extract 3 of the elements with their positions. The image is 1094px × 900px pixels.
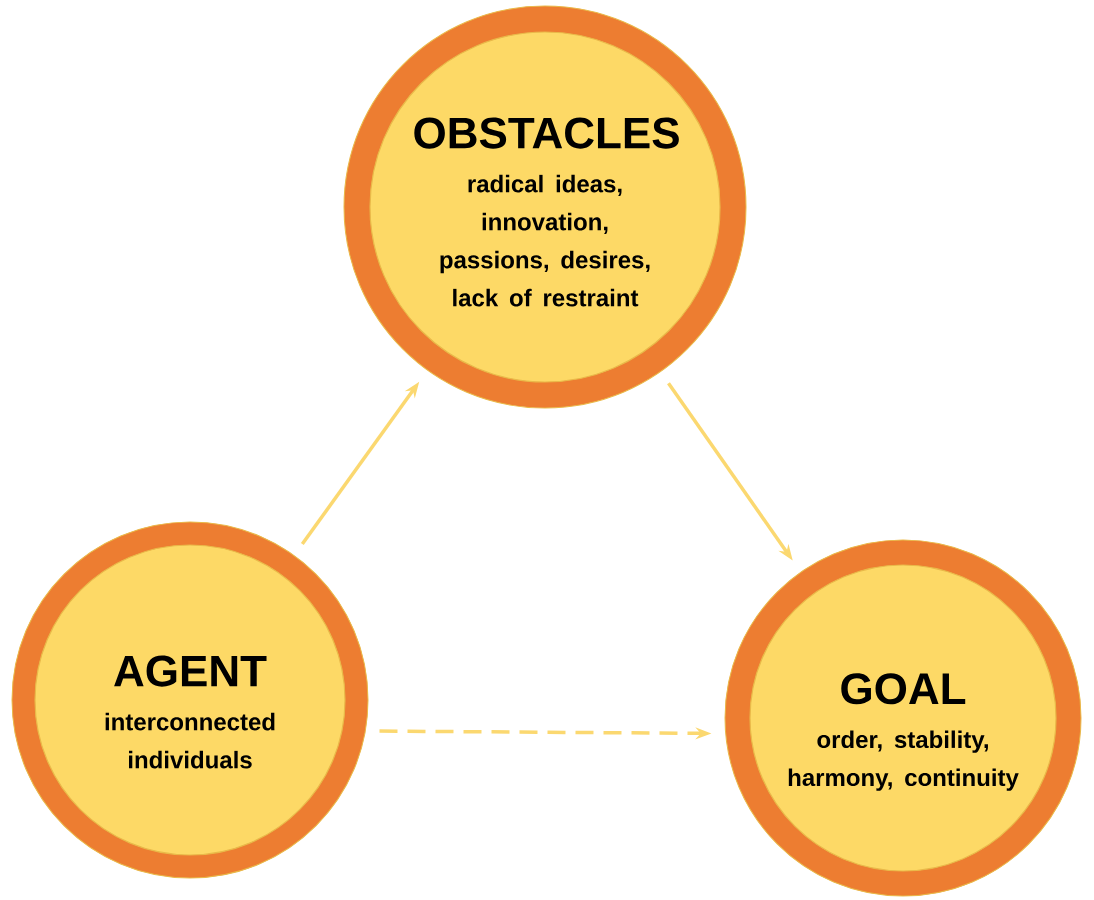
circle-node: GOAL order, stability, harmony, continuity	[724, 539, 1082, 897]
circle-node: AGENT interconnected individuals	[11, 521, 369, 879]
circle-node: OBSTACLES radical ideas, innovation, passions, desires, lack of restraint	[343, 5, 747, 409]
